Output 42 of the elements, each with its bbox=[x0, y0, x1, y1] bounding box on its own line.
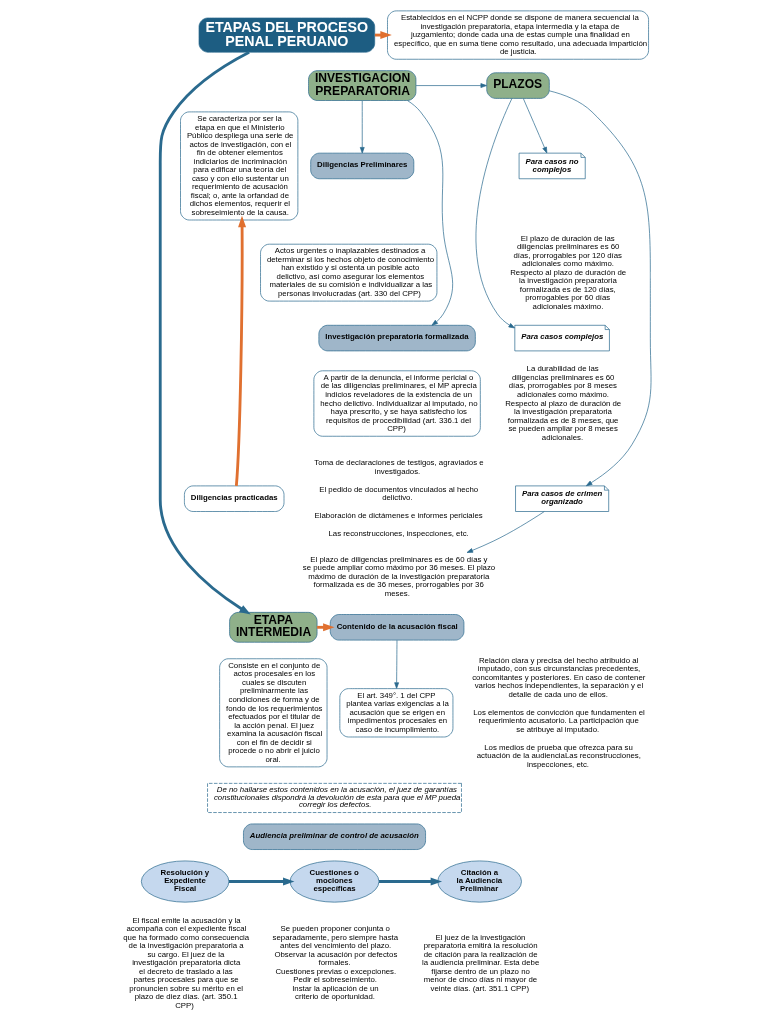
arrow bbox=[407, 100, 453, 326]
node-label: Observar la acusación por defectos formales. bbox=[274, 949, 398, 968]
arrow bbox=[523, 98, 548, 154]
arrow bbox=[234, 215, 247, 486]
node-text: Relación clara y precisa del hecho atribuido al imputado, con sus circunstancias precedentes, concomitantes y posteriores. En caso de contener varios hechos independientes, la separación y el detalle de cada uno de ellos. Los elementos de convicción que fundamenten el requerimiento acusatorio. La participación que se atribuye al imputado. Los medios de prueba que ofrezca para su actuación de la audienciaLas reconstrucciones, inspecciones, etc. bbox=[472, 655, 646, 769]
node-box: Diligencias practicadas bbox=[184, 485, 285, 512]
node-box: Se caracteriza por ser la etapa en que el Ministerio Público despliega una serie de actos de investigación, con el fin de obtener elementos indiciarios de incriminación para edificar una teoría del caso y con ello sustentar un requerimiento de acusación fiscal; o, ante la orfandad de dichos elementos, requerir el sobreseimiento de la causa. bbox=[180, 111, 299, 221]
node-box: De no hallarse estos contenidos en la acusación, el juez de garantías constitucionales dispondrá la devolución de esta para que el MP pueda corregir los defectos. bbox=[207, 783, 462, 813]
arrow bbox=[359, 100, 365, 154]
node-box: ETAPAS DEL PROCESO PENAL PERUANO bbox=[198, 17, 376, 53]
node-box: Audiencia preliminar de control de acusación bbox=[243, 823, 426, 850]
node-label: El fiscal emite la acusación y la acompaña con el expediente fiscal que ha formado como consecuencia de la investigación preparatoria a su cargo. El juez de la investigación preparatoria dicta el decreto de traslado a las partes procesales para que se pronuncien sobre su mérito en el plazo de diez días. (art. 350.1 CPP) bbox=[123, 915, 250, 1010]
arrow bbox=[475, 98, 515, 329]
node-box: Investigación preparatoria formalizada bbox=[318, 324, 476, 352]
arrow bbox=[466, 511, 545, 553]
arrow bbox=[228, 877, 295, 886]
node-box: Establecidos en el NCPP donde se dispone de manera secuencial la investigación preparatoria, etapa intermedia y la etapa de juzgamiento; donde cada una de estas cumple una finalidad en específico, que en suma tiene como resultado, una adecuada impartición de justicia. bbox=[387, 10, 649, 60]
node-ellipse: Cuestiones o mociones específicas bbox=[289, 860, 380, 903]
node-text: El plazo de diligencias preliminares es de 60 días y se puede ampliar como máximo por 36 meses. El plazo máximo de duración de la investigación preparatoria formalizada es de 36 meses, prorrogables por 36 meses. bbox=[302, 554, 496, 598]
node-box: PLAZOS bbox=[486, 72, 550, 99]
node-text: La durabilidad de las diligencias preliminares es 60 días, prorrogables por 8 meses adicionales como máximo. Respecto al plazo de duración de la investigación preparatoria formalizada es de 8 meses, que se pueden ampliar por 8 meses adicionales. bbox=[505, 364, 622, 442]
arrow bbox=[158, 50, 251, 615]
node-ellipse: Resolución y Expediente Fiscal bbox=[141, 860, 230, 903]
node-text: El plazo de duración de las diligencias preliminares es 60 días, prorrogables por 120 días adicionales como máximo. Respecto al plazo de duración de la investigación preparatoria formalizada es de 120 días, prorrogables por 60 días adicionales máximo. bbox=[510, 233, 627, 311]
node-label: El juez de la investigación preparatoria emitirá la resolución de citación para la realización de la audiencia preliminar. Esta debe fijarse dentro de un plazo no menor de cinco días ni mayor de veinte días. (art. 351.1 CPP) bbox=[422, 932, 540, 993]
arrow bbox=[394, 639, 399, 689]
node-box: Contenido de la acusación fiscal bbox=[329, 614, 465, 641]
node-box: El art. 349°. 1 del CPP plantea varias exigencias a la acusación que se erigen en impedimentos procesales en caso de incumplimiento. bbox=[339, 688, 454, 738]
arrow bbox=[415, 83, 487, 88]
node-label: Cuestiones previas o excepciones. bbox=[275, 966, 397, 976]
node-box: Actos urgentes o inaplazables destinados a determinar si los hechos objeto de conocimiento han existido y si ostenta un posible acto delictivo, así como asegurar los elementos materiales de su comisión e individualizar a las personas involucradas (art. 330 del CPP) bbox=[260, 243, 438, 302]
node-box: A partir de la denuncia, el informe pericial o de las diligencias preliminares, el MP aprecia indicios reveladores de la existencia de un hecho delictivo. Individualizar al imputado, no haya prescrito, y se haya satisfecho los requisitos de procedibilidad (art. 336.1 del CPP) bbox=[313, 370, 481, 437]
arrow bbox=[548, 90, 652, 487]
node-box: INVESTIGACION PREPARATORIA bbox=[308, 70, 417, 101]
node-box: Diligencias Preliminares bbox=[310, 152, 415, 180]
node-box: ETAPA INTERMEDIA bbox=[229, 612, 318, 643]
node-ellipse: Citación a la Audiencia Preliminar bbox=[437, 860, 522, 903]
node-label: Instar la aplicación de un criterio de oportunidad. bbox=[292, 983, 379, 1002]
node-text: Toma de declaraciones de testigos, agraviados e investigados. El pedido de documentos vinculados al hecho delictivo. Elaboración de dictámenes e informes periciales Las reconstrucciones, inspecciones, etc. bbox=[314, 458, 484, 539]
arrow bbox=[379, 877, 443, 886]
node-box: Consiste en el conjunto de actos procesales en los cuales se discuten preliminarmente las condiciones de forma y de fondo de los requerimientos efectuados por el titular de la acción penal. El juez examina la acusación fiscal con el fin de decidir si procede o no abrir el juicio oral. bbox=[219, 658, 328, 768]
node-label: Se pueden proponer conjunta o separadamente, pero siempre hasta antes del vencimiento del plazo. bbox=[272, 924, 399, 951]
